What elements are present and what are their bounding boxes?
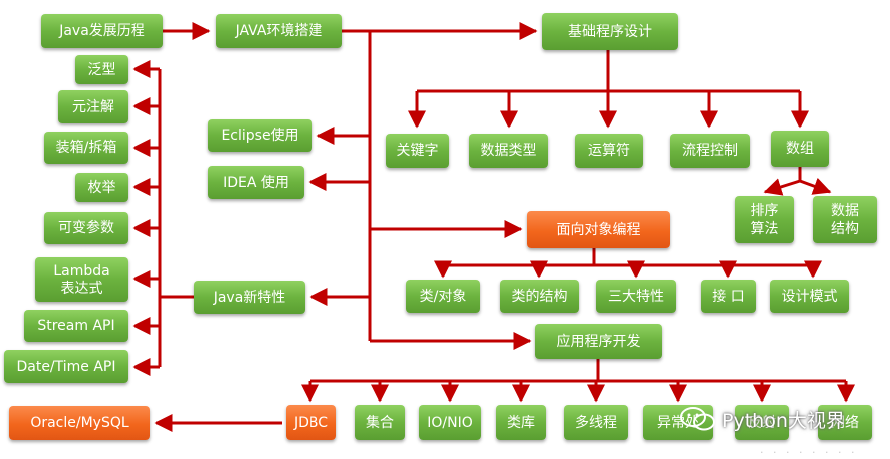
node-data-structures: 数据 结构 (813, 196, 877, 243)
node-interfaces: 接 口 (701, 280, 756, 313)
node-network: 网络 (818, 405, 872, 440)
node-generics: 泛型 (75, 55, 128, 84)
watermark: Python大视界 (678, 404, 888, 434)
node-app-dev: 应用程序开发 (535, 324, 662, 359)
node-annotations: 元注解 (58, 90, 128, 123)
node-basic-programming: 基础程序设计 (542, 13, 678, 50)
node-oracle-mysql: Oracle/MySQL (9, 406, 150, 440)
node-class-library: 类库 (496, 405, 546, 440)
watermark-text: Python大视界 (722, 409, 845, 432)
node-eclipse: Eclipse使用 (208, 119, 312, 152)
node-boxing: 装箱/拆箱 (44, 132, 128, 164)
node-java-history: Java发展历程 (41, 14, 163, 48)
node-lambda: Lambda 表达式 (35, 257, 128, 302)
node-enums: 枚举 (75, 173, 128, 202)
node-java-env: JAVA环境搭建 (216, 14, 342, 48)
node-varargs: 可变参数 (44, 212, 128, 244)
node-multithreading: 多线程 (564, 405, 628, 440)
node-keywords: 关键字 (386, 134, 449, 168)
node-design-patterns: 设计模式 (770, 280, 849, 313)
node-flow-control: 流程控制 (670, 134, 750, 168)
node-idea: IDEA 使用 (208, 166, 304, 199)
wechat-icon (680, 407, 715, 431)
node-stream-api: Stream API (24, 310, 128, 342)
node-sort-algorithms: 排序 算法 (735, 196, 794, 243)
node-io-nio: IO/NIO (419, 405, 481, 440)
node-class-structure: 类的结构 (500, 280, 579, 313)
node-reflection: 反射 (735, 405, 789, 440)
node-three-features: 三大特性 (596, 280, 676, 313)
node-datetime-api: Date/Time API (4, 350, 128, 383)
node-data-types: 数据类型 (469, 134, 548, 168)
node-class-object: 类/对象 (406, 280, 480, 313)
node-collections: 集合 (355, 405, 405, 440)
node-java-new-features: Java新特性 (194, 281, 305, 314)
node-jdbc: JDBC (286, 405, 336, 440)
node-arrays: 数组 (771, 131, 829, 167)
watermark-subtext-decoration: · · · · · · · · (760, 446, 858, 459)
node-oop: 面向对象编程 (527, 211, 670, 248)
node-operators: 运算符 (575, 134, 643, 168)
